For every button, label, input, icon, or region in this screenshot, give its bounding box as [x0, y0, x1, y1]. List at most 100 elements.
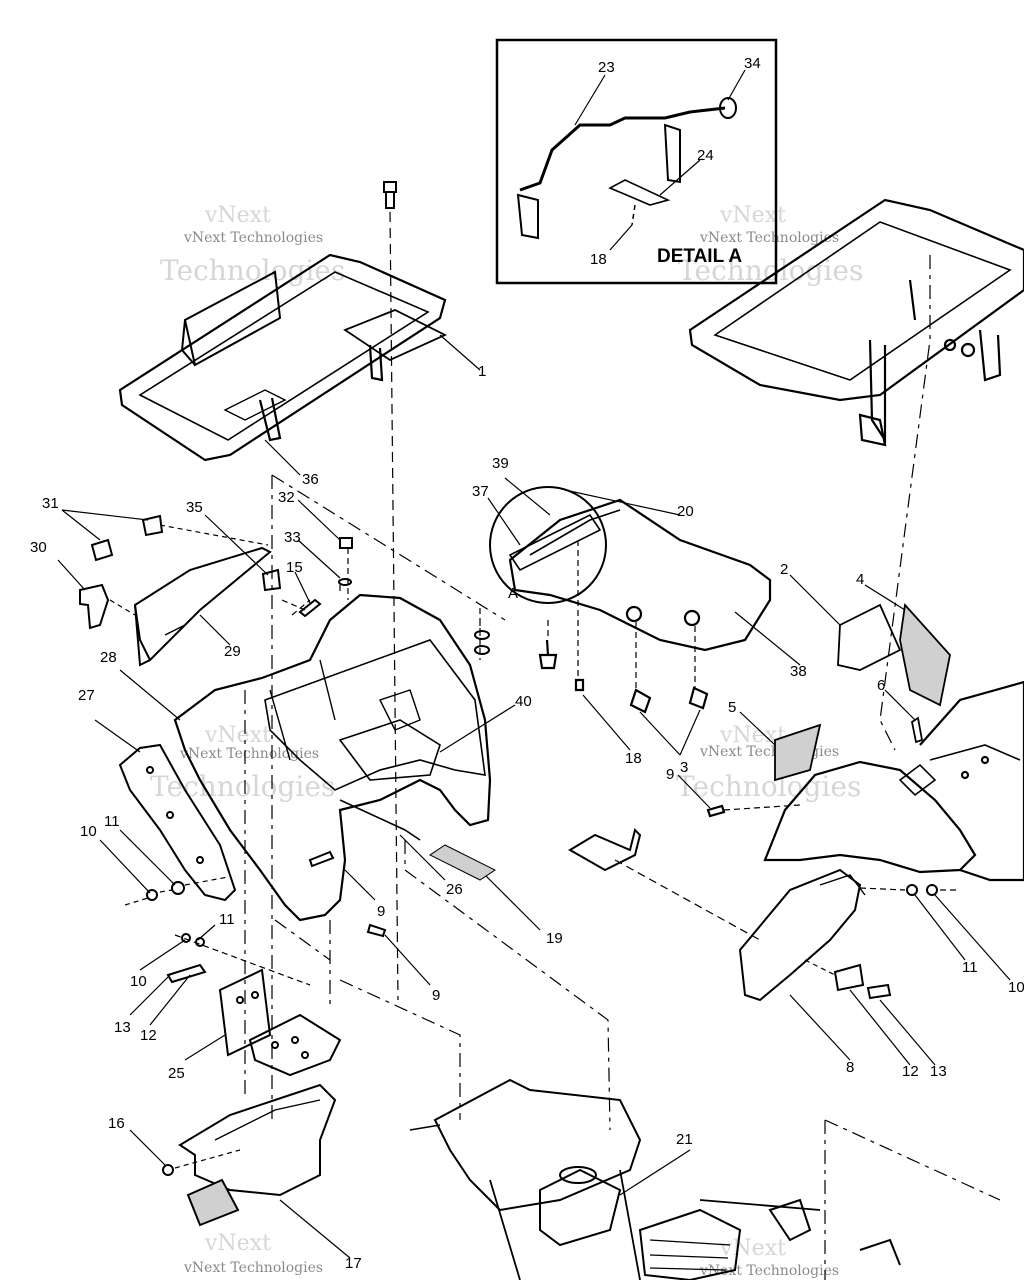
- leader-23: [574, 74, 606, 126]
- leader-9c: [384, 934, 431, 986]
- flap-hole: [166, 811, 174, 819]
- seat-detail-circle: [489, 486, 607, 604]
- callout-40: 40: [515, 693, 532, 710]
- leader-32: [297, 499, 341, 541]
- callout-30: 30: [30, 539, 47, 556]
- dash-12b: [804, 959, 836, 976]
- bolt-6: [910, 716, 924, 744]
- leader-8: [789, 994, 851, 1061]
- front-rack-post: [908, 279, 917, 321]
- mud-flap-8: [738, 868, 862, 1002]
- clip-31b: [141, 514, 164, 537]
- watermarks: vNext vNext Technologies Technologies vN…: [150, 203, 863, 1279]
- assembly-line-j: [879, 255, 931, 751]
- washer-fender-b: [474, 645, 490, 655]
- washer-11c: [181, 933, 191, 943]
- leader-38: [734, 611, 801, 666]
- plate-hole: [251, 991, 259, 999]
- flap-hole: [196, 856, 204, 864]
- leader-21: [619, 1149, 691, 1196]
- watermark-line3: Technologies: [676, 770, 861, 803]
- leader-34: [727, 69, 746, 101]
- callout-24: 24: [697, 147, 714, 164]
- callout-36: 36: [302, 471, 319, 488]
- leader-29: [199, 614, 231, 646]
- rack-rail: [343, 309, 448, 362]
- detail-dash: [631, 204, 636, 226]
- mud-flap-27: [118, 743, 237, 902]
- leader-9a: [677, 774, 711, 809]
- callout-11b: 11: [219, 911, 235, 928]
- assembly-line-f: [404, 840, 611, 1131]
- bumper-a: [538, 639, 558, 670]
- leader-13b: [879, 999, 936, 1066]
- bumper-3b: [688, 686, 709, 710]
- callout-9c: 9: [432, 987, 440, 1004]
- detail-marker-a: A: [508, 585, 518, 602]
- callout-9b: 9: [377, 903, 385, 920]
- leader-25: [184, 1034, 226, 1061]
- leader-39: [504, 477, 551, 516]
- watermark-line3: Technologies: [150, 770, 335, 803]
- front-rack-bracket: [978, 329, 1002, 382]
- leader-4: [864, 584, 906, 611]
- leader-6: [884, 689, 916, 721]
- front-fender: [677, 680, 1024, 882]
- watermark-line1: vNext: [719, 1236, 786, 1261]
- frame-bracket: [768, 1198, 812, 1242]
- callout-20: 20: [677, 503, 694, 520]
- rear-fender-outline: [173, 593, 492, 922]
- washer-11b: [906, 884, 918, 896]
- callout-11a: 11: [104, 813, 120, 830]
- nut-10b: [926, 884, 938, 896]
- leader-12a: [149, 974, 191, 1026]
- plate-hole: [236, 996, 244, 1004]
- pad-hole: [301, 1051, 309, 1059]
- box-rim: [214, 1099, 321, 1141]
- dash-9front: [723, 804, 801, 811]
- plate-12a: [166, 963, 207, 984]
- leader-17: [279, 1199, 351, 1259]
- watermark-line2: vNext Technologies: [179, 746, 319, 762]
- leader-27: [94, 719, 141, 753]
- callout-18a: 18: [590, 251, 607, 268]
- seat-assembly: [487, 477, 801, 756]
- callout-31: 31: [42, 495, 59, 512]
- decal-5: [774, 723, 822, 782]
- leader-16: [129, 1129, 166, 1166]
- plate-25: [218, 968, 272, 1057]
- bolt-shank: [385, 192, 395, 209]
- side-panel-group: [57, 509, 282, 667]
- bolt-head: [383, 181, 397, 193]
- clip-31a: [90, 538, 114, 562]
- watermark-mid-left: vNext vNext Technologies Technologies: [150, 723, 335, 803]
- callout-15: 15: [286, 559, 303, 576]
- decal-4: [899, 602, 951, 707]
- assembly-line-g: [339, 979, 461, 1120]
- assembly-line-l: [291, 548, 349, 616]
- storage-box-17: [178, 1083, 337, 1197]
- footrest-bracket: [568, 828, 761, 941]
- bolt-9front: [706, 804, 726, 818]
- engine-fins: [649, 1239, 731, 1271]
- right-flap: [738, 868, 1011, 1066]
- detail-knob: [719, 97, 737, 119]
- clip-30: [79, 583, 110, 630]
- leader-12b: [849, 989, 911, 1066]
- leader-31: [61, 509, 149, 541]
- rear-fender-cutout: [338, 719, 441, 781]
- dash-30: [109, 599, 136, 616]
- storage-box: [129, 1083, 351, 1259]
- fender-hole: [960, 770, 970, 780]
- callout-10b: 10: [130, 973, 147, 990]
- callout-26: 26: [446, 881, 463, 898]
- leader-2: [789, 574, 841, 626]
- detail-bracket-bar: [519, 106, 726, 192]
- dash-flap-bolt: [124, 876, 229, 906]
- leader-10a: [99, 839, 151, 894]
- leader-36: [264, 439, 301, 476]
- engine-block: [539, 1168, 622, 1247]
- callout-1: 1: [478, 363, 486, 380]
- footrest-bracket-part: [568, 828, 642, 872]
